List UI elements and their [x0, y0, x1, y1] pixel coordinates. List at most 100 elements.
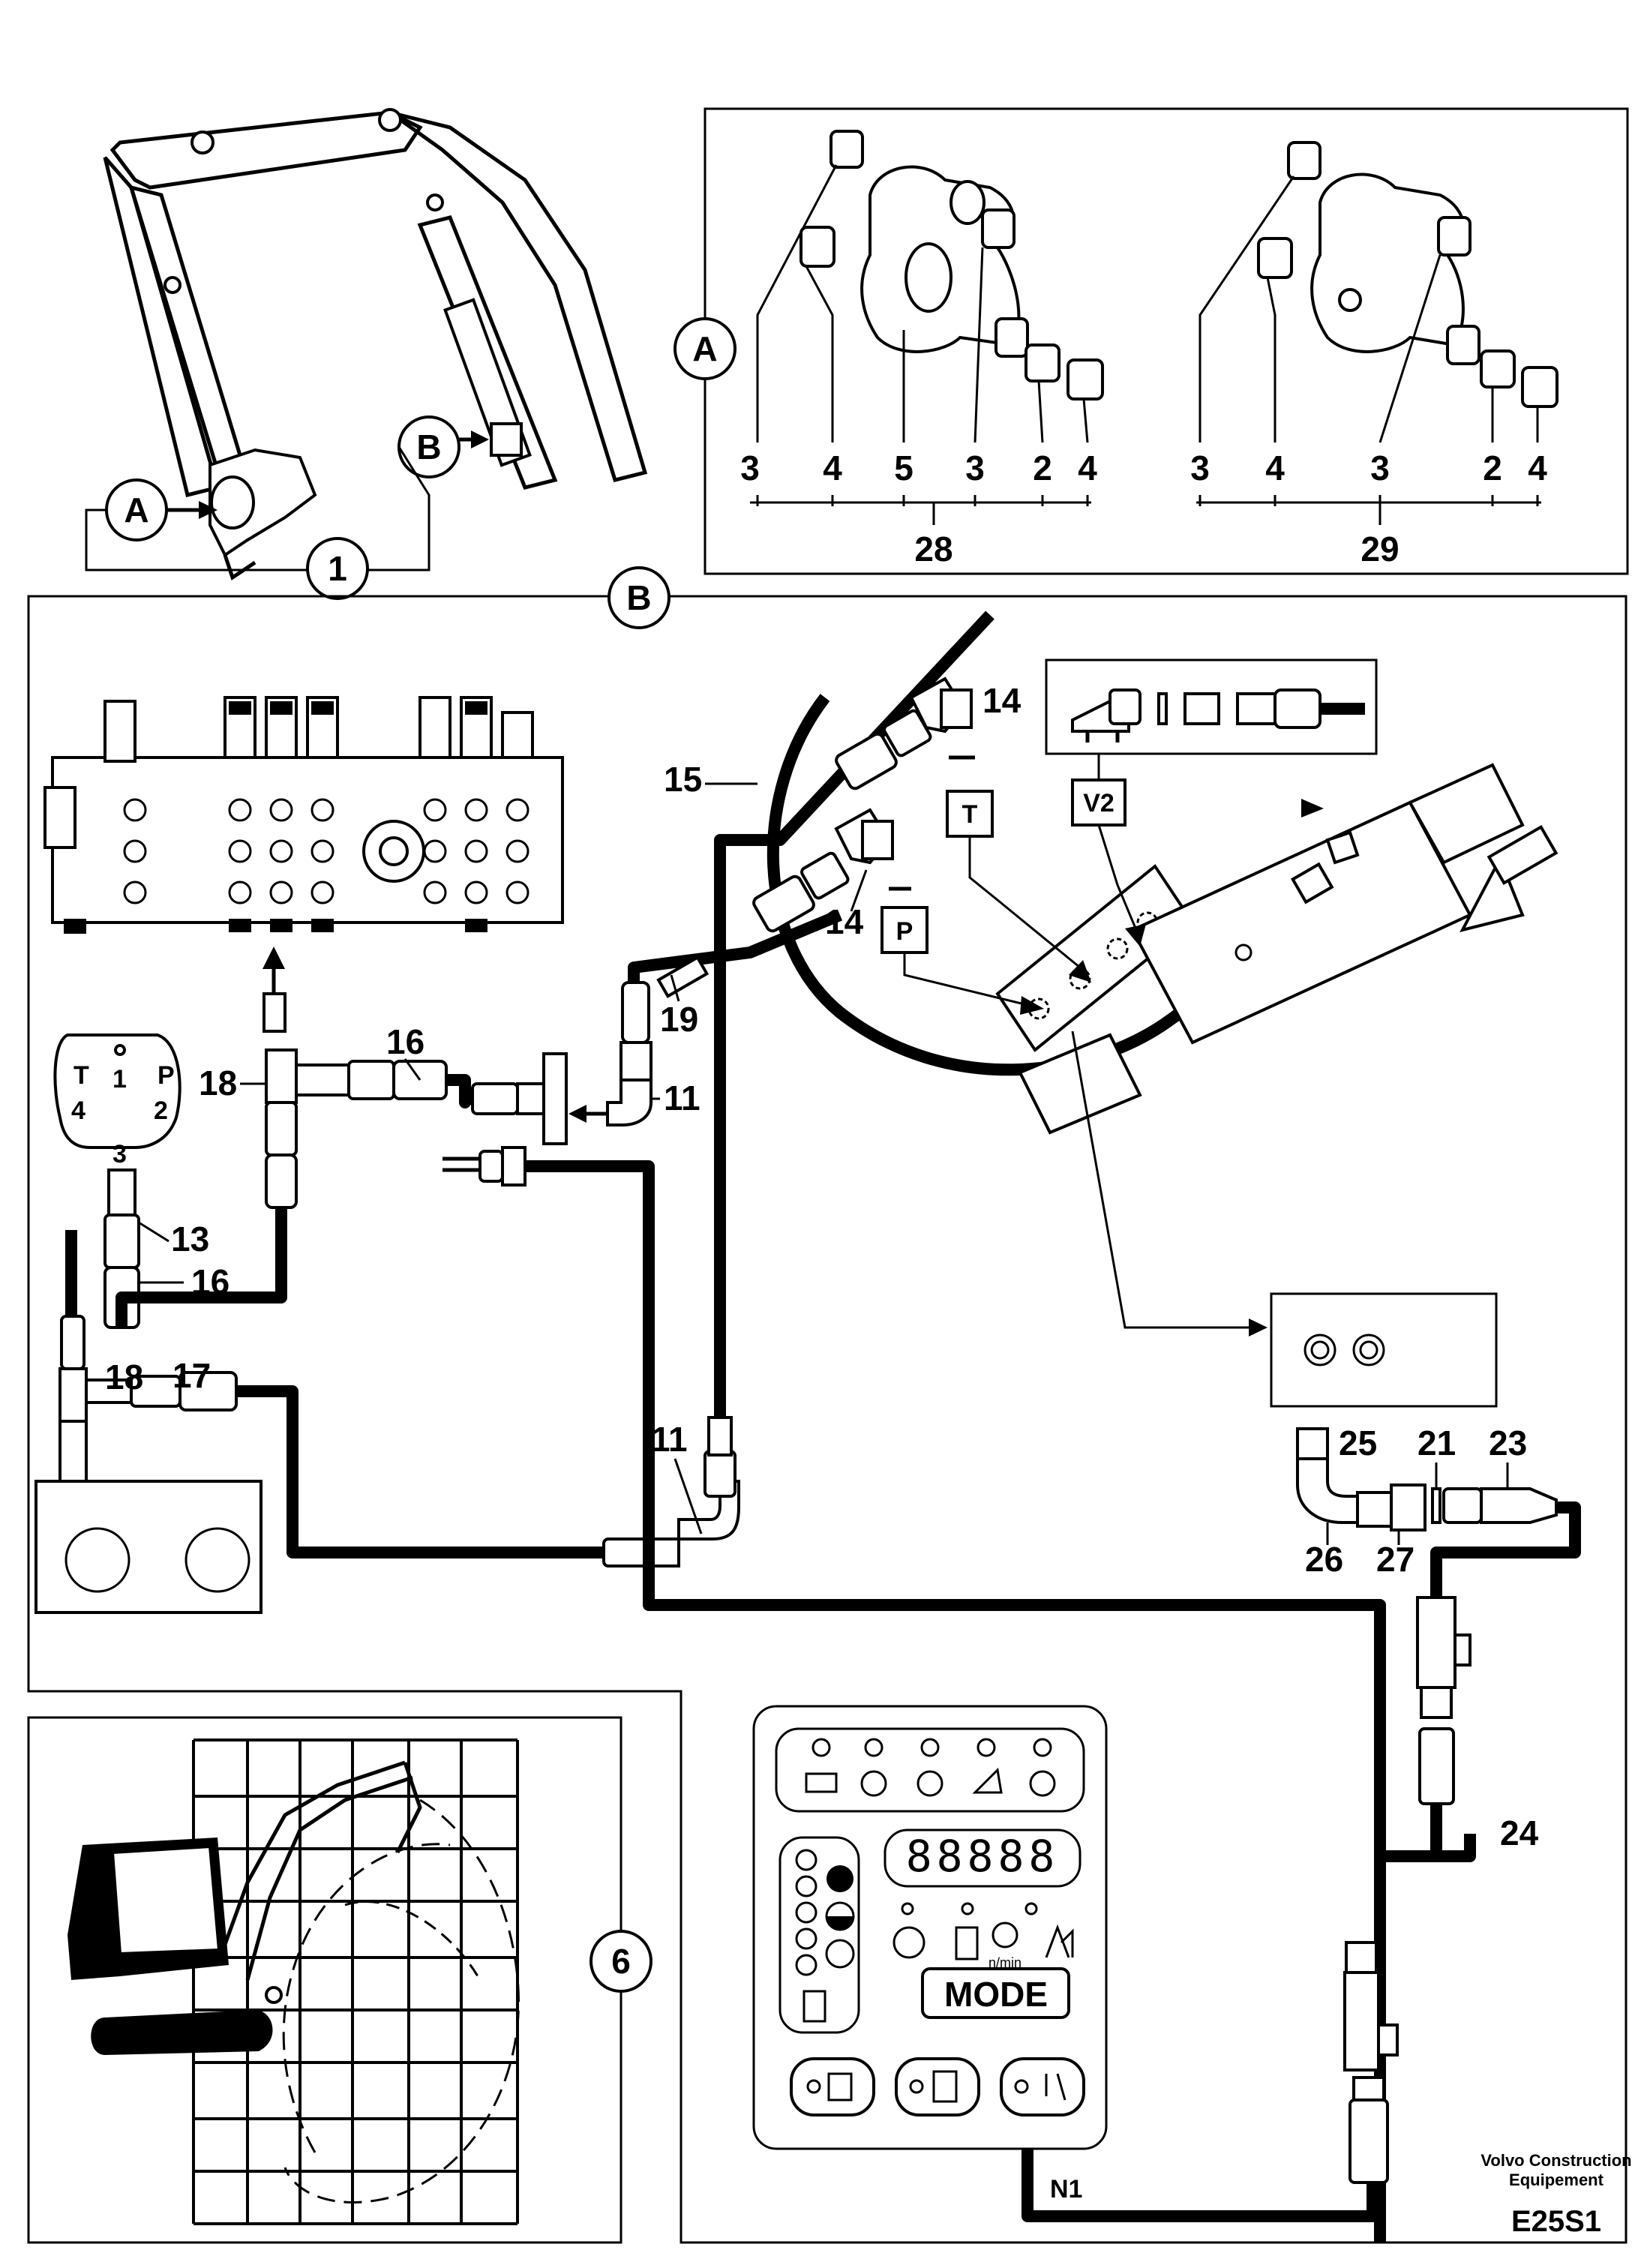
- panel-button-left[interactable]: [790, 2057, 875, 2116]
- label-14-upper: 14: [982, 681, 1022, 720]
- valve-port-t: T: [74, 1061, 89, 1090]
- direction-marker: [1301, 799, 1324, 818]
- label-18-upper: 18: [199, 1064, 237, 1102]
- valve-port-2: 2: [154, 1096, 168, 1125]
- cylinder: [1018, 763, 1558, 1135]
- hose-pilot-to-tee: [116, 1208, 287, 1328]
- battery-icon: [805, 1772, 838, 1793]
- detail-a-label: A: [692, 329, 717, 368]
- kit-28-part-5: 2: [1033, 448, 1052, 488]
- mode-button[interactable]: [921, 1967, 1070, 2019]
- label-24: 24: [1500, 1814, 1539, 1852]
- kit-29-part-3: 3: [1370, 448, 1390, 488]
- arm-overview: [103, 108, 648, 580]
- detail-a-frame: A: [674, 107, 1629, 575]
- kit-28-total: 28: [914, 530, 952, 568]
- port-box-t: T: [946, 790, 1091, 982]
- kit-29-part-2: 4: [1265, 448, 1285, 488]
- footer-code: E25S1: [1511, 2205, 1601, 2238]
- port-box-t-label: T: [962, 800, 978, 829]
- label-18-lower: 18: [105, 1358, 143, 1396]
- work-range-grid: [192, 1738, 520, 2225]
- harness-n1: [1022, 2149, 1378, 2222]
- level-icon: [932, 2070, 958, 2103]
- callout-a-arm: A: [105, 478, 218, 542]
- callout-1: 1: [85, 446, 430, 600]
- valve-port-4: 4: [71, 1096, 86, 1125]
- gauge-arrow: [1249, 1318, 1268, 1336]
- label-27: 27: [1376, 1540, 1414, 1579]
- port-box-v2: V2: [1071, 754, 1146, 946]
- control-valve-bank: [44, 696, 564, 1033]
- kit-28-drawing: [750, 130, 1104, 525]
- hydraulic-temp-icon: [972, 1767, 1003, 1794]
- pilot-valve: T 1 P 4 2 3: [53, 1034, 182, 1329]
- harness-main: [643, 1552, 1386, 2242]
- fitting-14-lower: [752, 808, 911, 933]
- panel-button-right[interactable]: [1000, 2057, 1085, 2116]
- label-15: 15: [664, 760, 702, 799]
- detail-b-label: B: [626, 578, 651, 617]
- part-labels: 15 14 14 19 11 16 18 13 16 18 17 11 25 2…: [105, 681, 1539, 1852]
- work-range-frame: 6: [27, 1716, 652, 2244]
- kit-29-part-1: 3: [1190, 448, 1210, 488]
- kit-29-labels: 3 4 3 2 4 29: [1190, 448, 1547, 568]
- kit-28-part-2: 4: [823, 448, 842, 488]
- mode-button-label: MODE: [944, 1975, 1048, 2014]
- work-mode-icon: [1045, 1924, 1074, 1958]
- filter-icon: [955, 1926, 979, 1960]
- label-14-lower: 14: [825, 902, 864, 941]
- port-box-v2-label: V2: [1083, 789, 1114, 818]
- kit-29-part-4: 2: [1483, 448, 1502, 488]
- valve-port-1: 1: [112, 1065, 127, 1094]
- valve-port-p: P: [158, 1061, 175, 1090]
- panel-button-center[interactable]: [895, 2057, 980, 2116]
- engine-speed-unit: n/min: [988, 1955, 1022, 1970]
- v2-inset: [1045, 658, 1378, 755]
- electrical-plug: [442, 1146, 655, 1552]
- kit-28-part-3: 5: [894, 448, 914, 488]
- fitting-14-upper: [835, 676, 975, 790]
- footer-maker-1: Volvo Construction: [1480, 2151, 1631, 2170]
- label-19: 19: [660, 1000, 698, 1039]
- water-separator-icon: [1029, 1770, 1056, 1797]
- label-16-upper: 16: [386, 1022, 424, 1061]
- valve-port-3: 3: [112, 1140, 127, 1168]
- lower-tee-fitting: [34, 1230, 262, 1614]
- gauge-box: [1270, 1292, 1498, 1408]
- port-box-p: P: [880, 906, 1044, 1015]
- oil-pressure-icon: [860, 1770, 887, 1797]
- label-25: 25: [1339, 1424, 1377, 1462]
- footer-maker-2: Equipement: [1509, 2170, 1604, 2189]
- callout-1-label: 1: [328, 549, 347, 588]
- digital-display: 88888: [906, 1831, 1060, 1882]
- instrument-panel: 88888 n/min MODE N1: [752, 1705, 1108, 2204]
- footer: Volvo Construction Equipement E25S1: [1480, 2151, 1631, 2238]
- display-window: [884, 1828, 1082, 1888]
- fittings-25-27: [1296, 1427, 1581, 1598]
- callout-b-arm: B: [398, 416, 489, 478]
- label-11-lower: 11: [651, 1420, 688, 1459]
- hose-19: [628, 909, 843, 1012]
- label-23: 23: [1489, 1424, 1527, 1462]
- port-box-p-label: P: [896, 917, 914, 946]
- kit-28-labels: 3 4 5 3 2 4 28: [740, 448, 1097, 568]
- fuel-low-indicator: [825, 1939, 855, 1969]
- harness-connectors: [1343, 1596, 1476, 2184]
- fuel-full-indicator: [826, 1865, 854, 1892]
- hose-17: [236, 1385, 615, 1558]
- kit-28-part-4: 3: [965, 448, 985, 488]
- callout-a-arm-label: A: [124, 490, 148, 530]
- label-17: 17: [172, 1356, 211, 1395]
- clock-icon: [892, 1926, 926, 1959]
- callout-6-label: 6: [611, 1942, 631, 1981]
- label-16-lower: 16: [191, 1262, 230, 1301]
- elbow-11-upper: [568, 955, 710, 1126]
- detail-b-frame: B: [27, 566, 1628, 2244]
- kit-29-drawing: [1196, 141, 1558, 525]
- kit-28-part-6: 4: [1078, 448, 1097, 488]
- label-13: 13: [171, 1220, 209, 1258]
- engine-speed-icon: [992, 1922, 1018, 1948]
- temp-warning-icon: [827, 2072, 853, 2102]
